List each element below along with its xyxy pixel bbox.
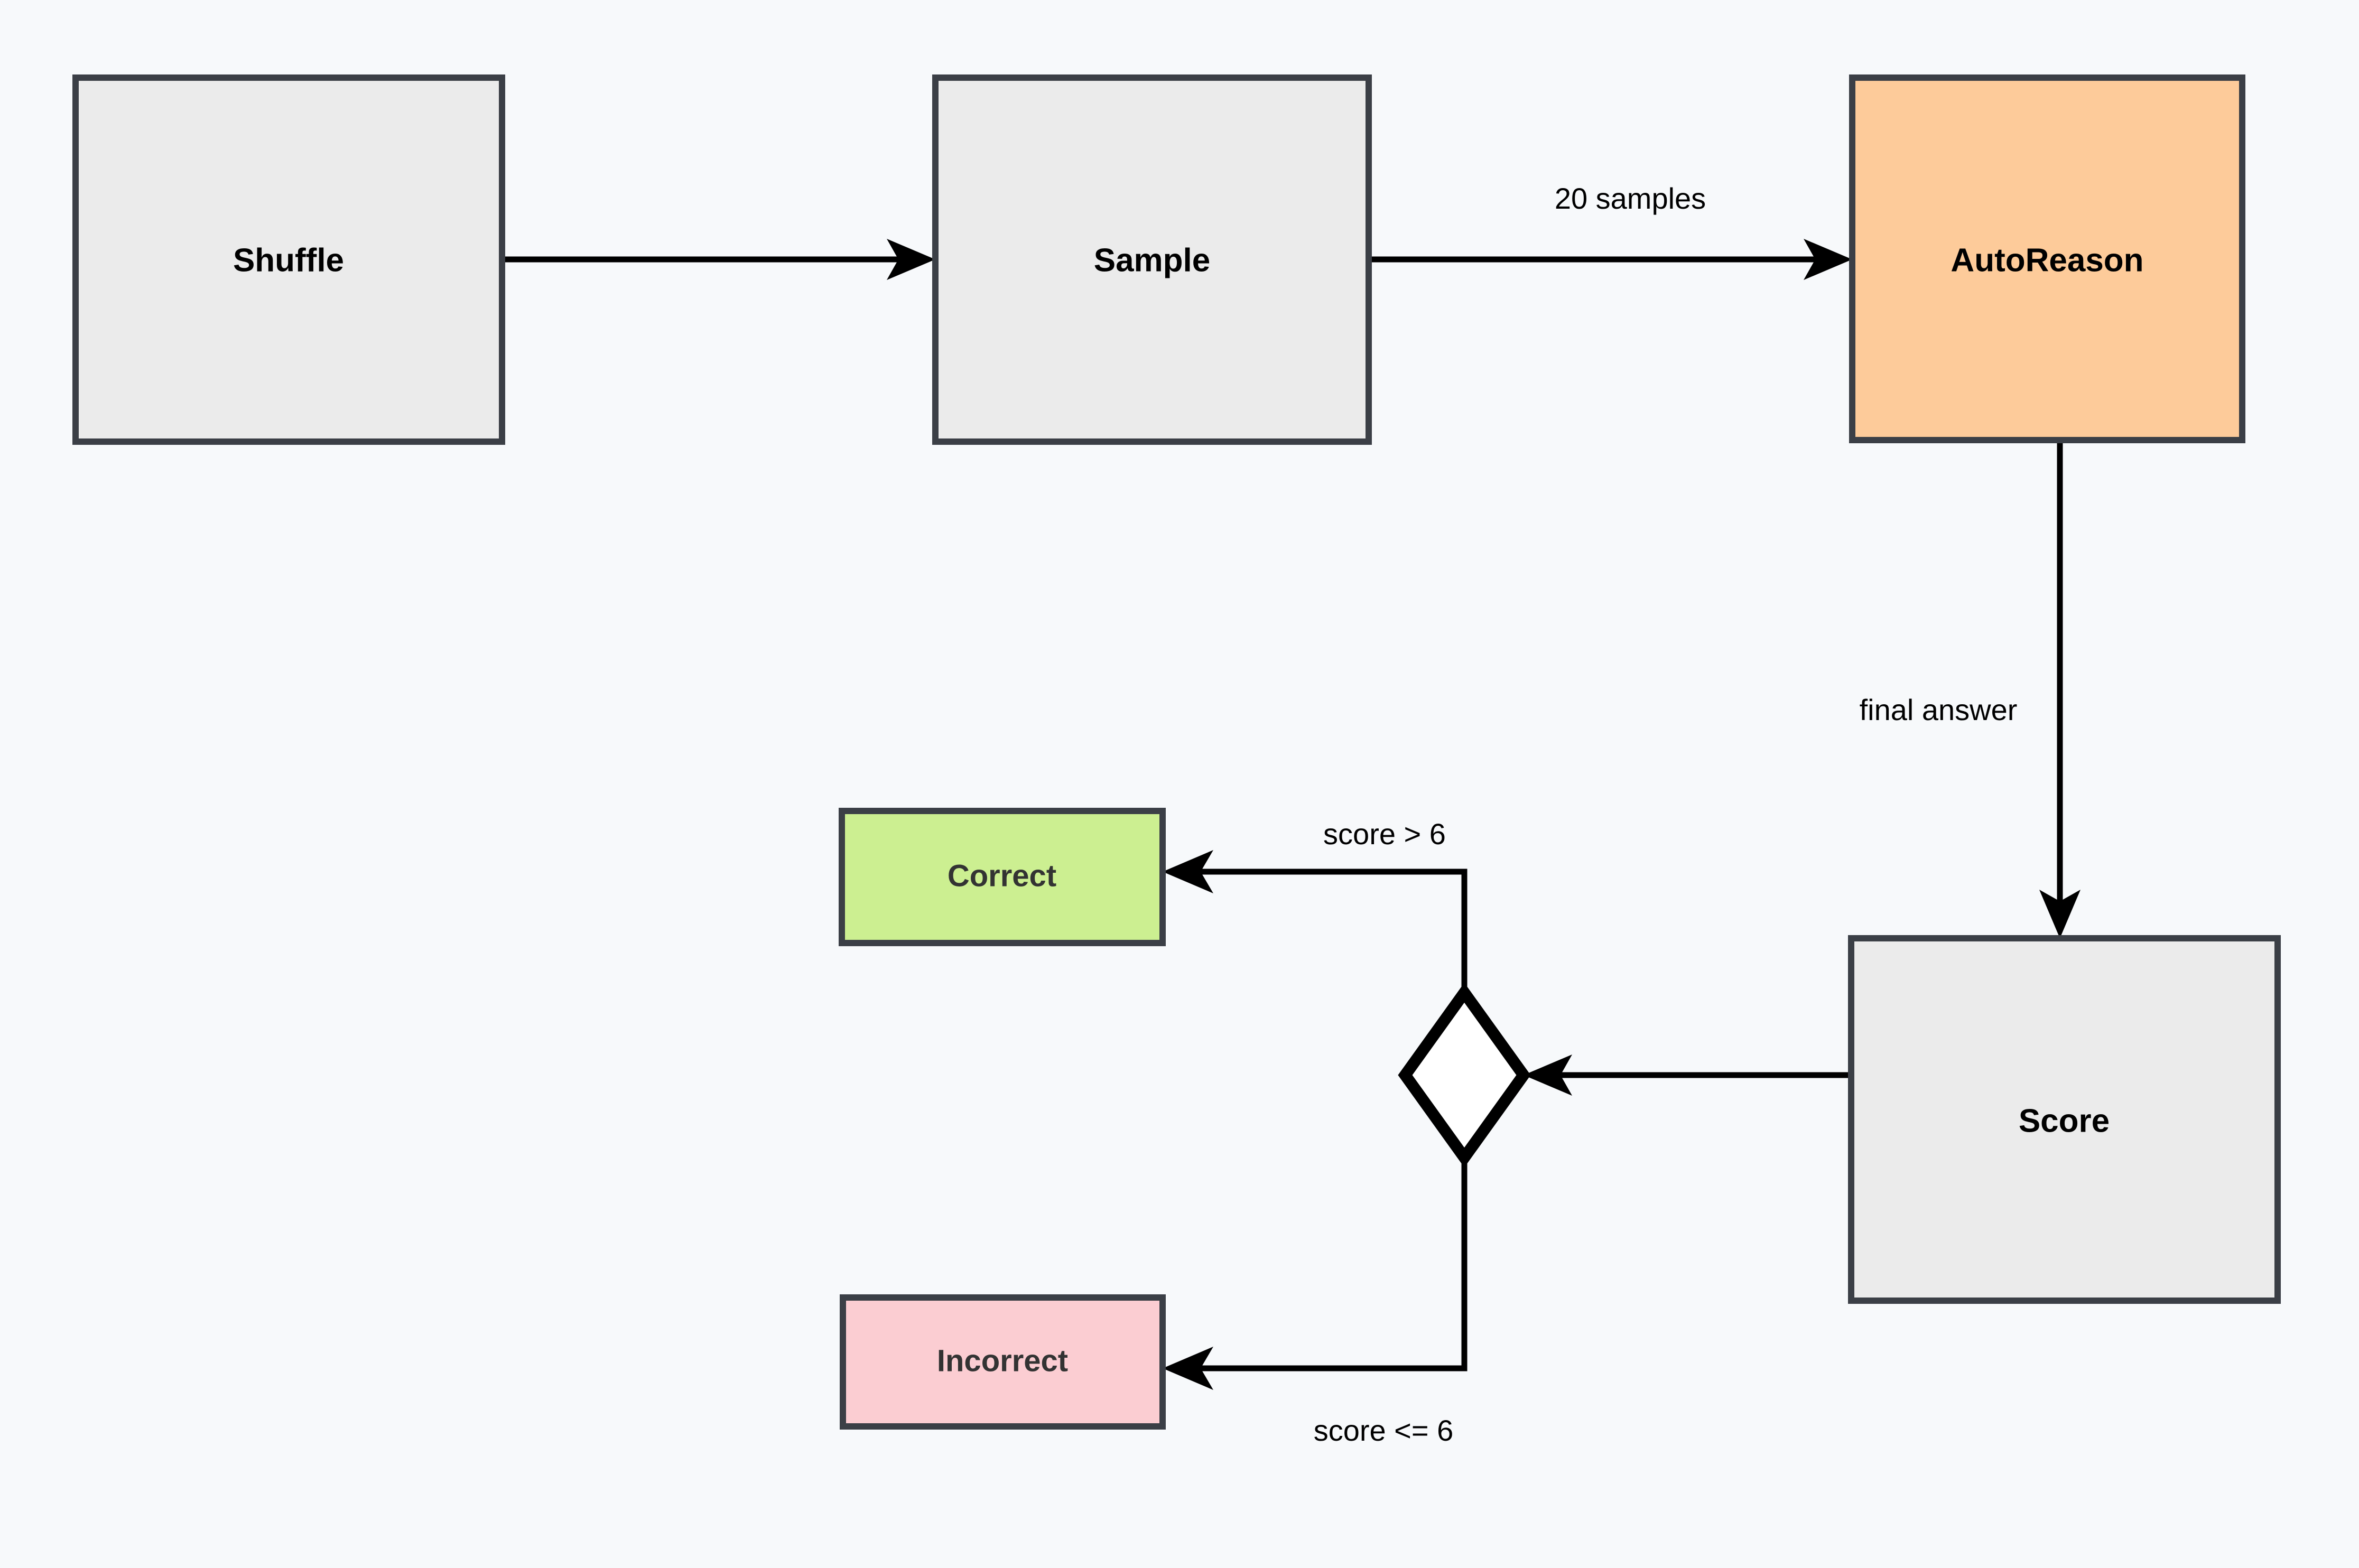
arrow-head-icon: [1524, 1054, 1572, 1096]
arrow-head-icon: [1163, 1347, 1213, 1390]
edge-line-decision-correct: [1189, 869, 1468, 993]
node-decision-diamond[interactable]: [1398, 983, 1531, 1168]
decision-diamond-shape[interactable]: [1398, 983, 1531, 1168]
node-correct[interactable]: Correct: [839, 808, 1166, 946]
node-sample[interactable]: Sample: [932, 74, 1372, 445]
node-shuffle-box[interactable]: [72, 74, 505, 445]
node-autoreason-label: AutoReason: [1951, 242, 2143, 278]
node-correct-box[interactable]: [839, 808, 1166, 946]
edge-autoreason-to-score: final answer: [1860, 440, 2081, 938]
edge-decision-to-correct: score > 6: [1163, 817, 1468, 993]
arrow-head-icon: [1804, 239, 1852, 280]
node-shuffle[interactable]: Shuffle: [72, 74, 505, 445]
edge-score-to-decision: [1524, 1054, 1851, 1096]
edge-shuffle-to-sample: [502, 239, 935, 280]
node-score-box[interactable]: [1848, 935, 2281, 1304]
edge-label-score-greater-than-6: score > 6: [1323, 817, 1446, 851]
node-incorrect-box[interactable]: [840, 1294, 1166, 1430]
arrow-head-icon: [887, 239, 935, 280]
edge-label-20-samples: 20 samples: [1555, 182, 1706, 215]
node-score-label: Score: [2019, 1103, 2110, 1139]
node-incorrect-label: Incorrect: [937, 1343, 1068, 1378]
node-incorrect[interactable]: Incorrect: [840, 1294, 1166, 1430]
node-autoreason-box[interactable]: [1849, 74, 2245, 443]
node-correct-label: Correct: [948, 858, 1056, 893]
node-sample-box[interactable]: [932, 74, 1372, 445]
arrow-head-icon: [2039, 890, 2081, 938]
edge-line-decision-incorrect: [1189, 1158, 1468, 1371]
edge-decision-to-incorrect: score <= 6: [1163, 1158, 1468, 1447]
arrow-head-icon: [1163, 850, 1213, 893]
edge-label-score-lte-6: score <= 6: [1314, 1414, 1454, 1447]
node-sample-label: Sample: [1094, 242, 1211, 278]
node-shuffle-label: Shuffle: [233, 242, 344, 278]
node-autoreason[interactable]: AutoReason: [1849, 74, 2245, 443]
node-score[interactable]: Score: [1848, 935, 2281, 1304]
edge-label-final-answer: final answer: [1860, 693, 2018, 726]
edge-sample-to-autoreason: 20 samples: [1369, 182, 1852, 280]
